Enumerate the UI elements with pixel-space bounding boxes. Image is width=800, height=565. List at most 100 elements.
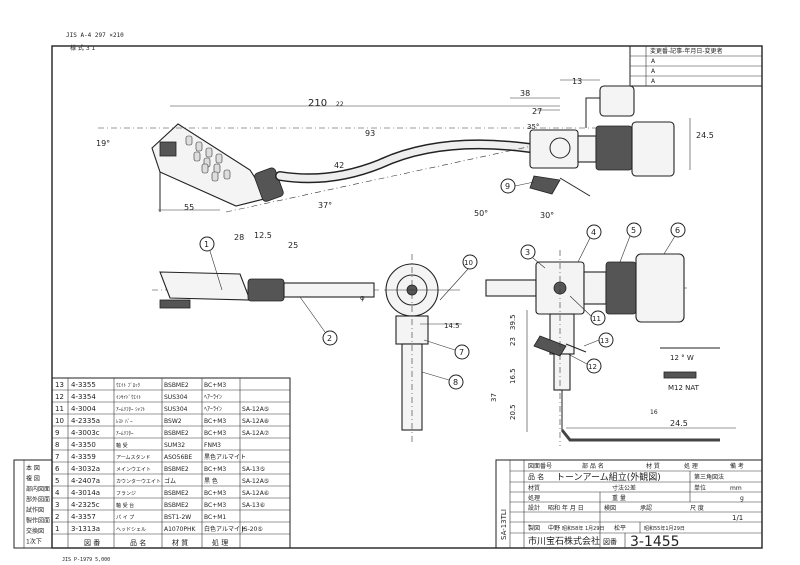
table-cell-no: 8 [55, 441, 59, 449]
side-headshell [159, 271, 251, 301]
dim-24-5-v: 24.5 [696, 131, 714, 140]
table-cell-name: ｱｰﾑﾘﾌﾀｰ [116, 431, 134, 437]
table-cell-finish: BC+M3 [204, 502, 226, 509]
callout-6: 6 [663, 222, 686, 255]
svg-text:10: 10 [464, 259, 473, 267]
svg-text:1: 1 [204, 240, 209, 249]
table-cell-material: BSBME2 [164, 430, 189, 437]
table-cell-finish: FNM3 [204, 442, 221, 449]
pivot-post-lower [553, 353, 571, 391]
callout-12: 12 [567, 353, 602, 374]
callout-7: 7 [423, 339, 470, 360]
table-cell-no: 12 [55, 393, 64, 401]
table-cell-name: ｱｰﾑﾘﾌﾀｰ ｼｬﾌﾄ [116, 407, 146, 413]
table-cell-name: ｳｴｲﾄ ﾌﾞﾛｯｸ [116, 382, 141, 389]
dim-23: 23 [509, 337, 517, 346]
svg-text:11: 11 [592, 315, 601, 323]
table-cell-material: BST1-2W [164, 514, 191, 521]
dim-16-5: 16.5 [509, 368, 517, 384]
revision-mark-3: A [651, 78, 656, 85]
table-cell-code: 4-3359 [71, 453, 96, 461]
dimension-label: 寸法公差 [612, 484, 636, 492]
pivot-ring [549, 137, 571, 159]
approver: 松平 [614, 524, 626, 532]
table-cell-material: BSBME2 [164, 502, 189, 509]
table-cell-material: SUM32 [164, 442, 185, 449]
dim-38: 38 [520, 89, 530, 98]
dim-30deg: 30° [540, 211, 554, 220]
dim-37deg: 37° [318, 201, 332, 210]
footer-drawing-no: 図 番 [84, 539, 100, 547]
dim-25: 25 [288, 241, 298, 250]
scale-value: 1/1 [732, 514, 743, 522]
revision-title: 変更番-記事-年月日-変更者 [650, 47, 723, 55]
svg-text:5: 5 [631, 226, 636, 235]
table-cell-finish: BC+M3 [204, 418, 226, 425]
table-cell-ref: SA-12A⑤ [242, 406, 269, 413]
header-sheet-code: JIS A-4 297 ×210 [66, 32, 124, 39]
table-cell-ref: SA-12A⑧ [242, 418, 269, 425]
table-cell-finish: BC+M3 [204, 382, 226, 389]
dim-14-5: 14.5 [444, 322, 460, 330]
weight-unit: g [740, 495, 744, 502]
side-label: 本 図 [26, 464, 40, 472]
table-cell-material: SUS304 [164, 394, 188, 401]
svg-text:4: 4 [591, 228, 596, 237]
table-cell-finish: 白色アルマイト [204, 525, 246, 533]
svg-text:12: 12 [588, 363, 597, 371]
weight-label: 重 量 [612, 494, 626, 502]
design-date: 昭和 年 月 日 [548, 504, 584, 512]
bottom-note: JIS P-1979 5,000 [62, 557, 110, 563]
table-cell-finish: BC+M1 [204, 514, 226, 521]
table-cell-code: 4-3354 [71, 393, 96, 401]
top-view [98, 85, 675, 213]
table-cell-material: BSBME2 [164, 466, 189, 473]
table-cell-material: A1070PHK [164, 526, 197, 533]
svg-text:9: 9 [505, 182, 510, 191]
table-cell-name: ｲﾝｻｲﾄﾞｳｴｲﾄ [116, 394, 142, 401]
cartridge-block [159, 141, 177, 157]
pivot-housing [529, 129, 579, 169]
table-cell-no: 5 [55, 477, 59, 485]
dim-50deg: 50° [474, 209, 488, 218]
table-cell-code: 4-3004 [71, 405, 96, 413]
table-cell-no: 13 [55, 381, 64, 389]
dim-12-5: 12.5 [254, 231, 272, 240]
table-cell-code: 4-2407a [71, 477, 100, 485]
table-cell-finish: 黒 色 [204, 477, 218, 485]
table-cell-code: 4-3350 [71, 441, 96, 449]
arm-pipe-fill [276, 140, 534, 182]
table-cell-code: 4-3014a [71, 489, 100, 497]
front-view: 14.5 [384, 254, 462, 442]
drafted-label: 製図 [528, 524, 540, 532]
table-cell-name: ヘッドシェル [116, 527, 146, 533]
dim-20-5: 20.5 [509, 404, 517, 420]
headshell-holes [185, 135, 231, 182]
scale-label: 尺 度 [690, 504, 704, 512]
table-cell-no: 10 [55, 417, 64, 425]
approve-date: 昭和55年1月29日 [644, 525, 685, 532]
name-value: トーンアーム組立(外観図) [556, 471, 661, 483]
table-cell-code: 4-3032a [71, 465, 100, 473]
dim-35deg: 35° [527, 123, 539, 131]
callout-2: 2 [299, 296, 338, 346]
table-cell-code: 3-1313a [71, 525, 100, 533]
callout-11: 11 [569, 295, 606, 326]
weight-block-top [599, 85, 635, 117]
head-col-note: 備 考 [730, 462, 744, 470]
table-cell-no: 7 [55, 453, 59, 461]
drawing-frame [51, 45, 763, 549]
table-cell-material: SUS304 [164, 406, 188, 413]
table-cell-code: 4-3357 [71, 513, 96, 521]
callout-1: 1 [199, 236, 223, 291]
dim-28: 28 [234, 233, 244, 242]
table-cell-name: メインウエイト [116, 466, 151, 473]
table-cell-material: ゴム [164, 477, 176, 485]
footer-material: 材 質 [172, 538, 188, 547]
table-cell-no: 11 [55, 405, 64, 413]
table-cell-name: 軸 受 [116, 442, 128, 449]
side-label: 交換図 [26, 527, 44, 535]
drawing-no: 3-1455 [630, 534, 680, 550]
